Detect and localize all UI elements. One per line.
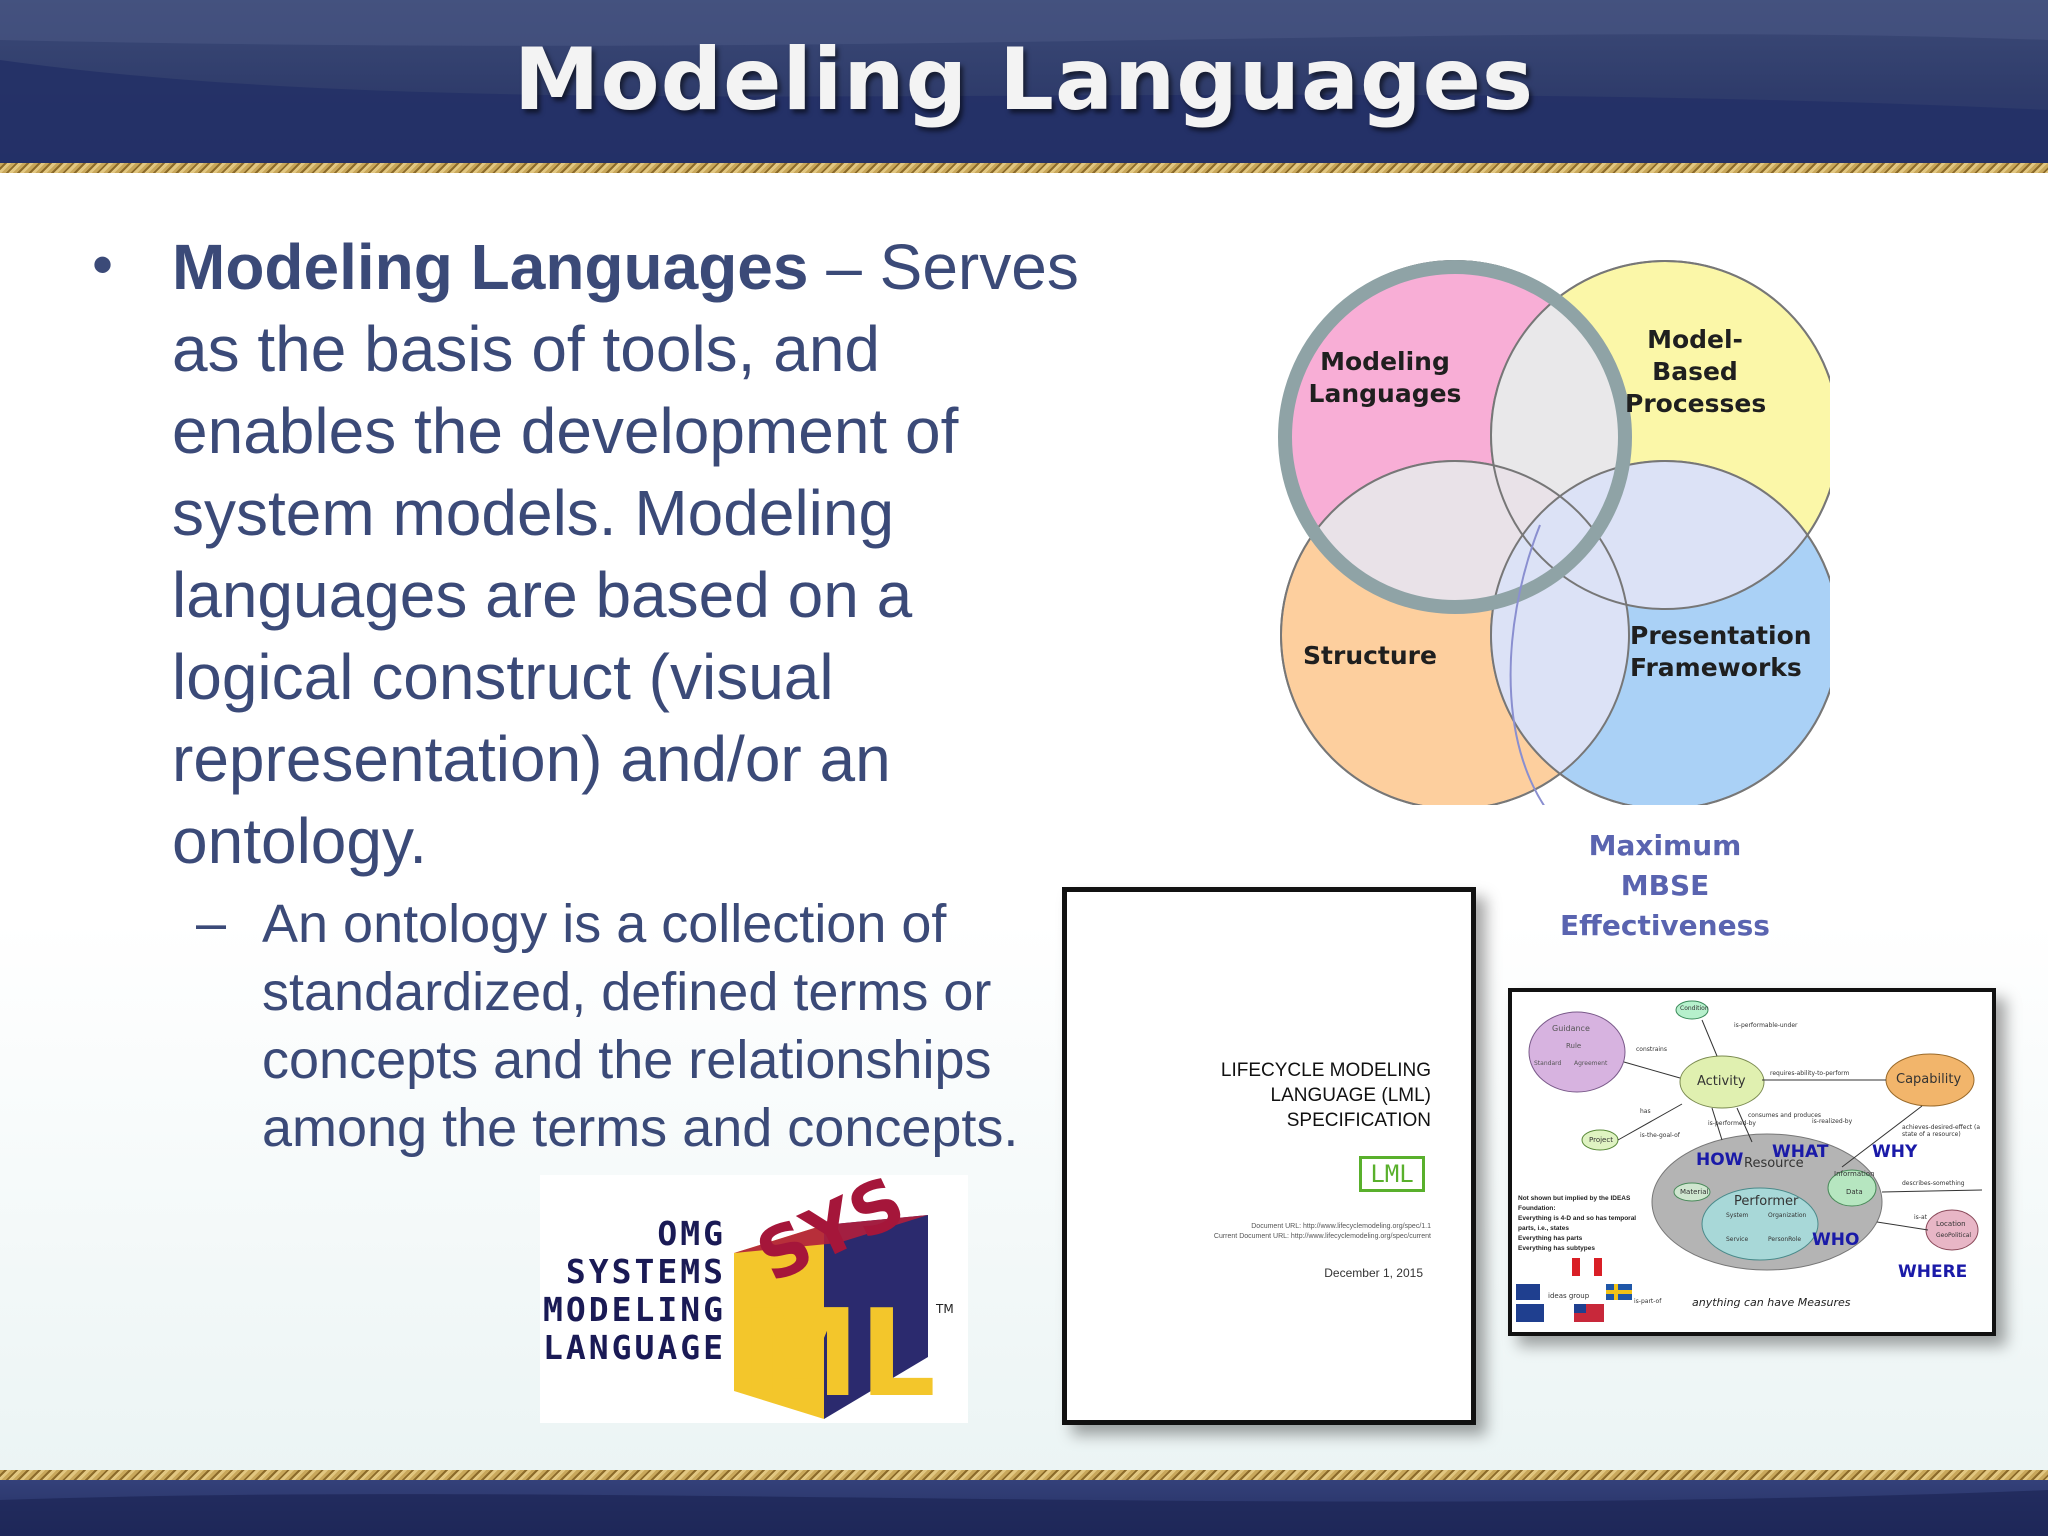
ideas-edge-part-of: is-part-of: [1634, 1298, 1662, 1305]
venn-label-structure: Structure: [1303, 641, 1437, 670]
ideas-ontology-diagram: Guidance Rule Standard Agreement Conditi…: [1508, 988, 1996, 1336]
ideas-node-guidance: Guidance: [1552, 1024, 1590, 1033]
ideas-edge-constrains: constrains: [1636, 1046, 1667, 1053]
ideas-edge-realized: is-realized-by: [1812, 1118, 1853, 1125]
ideas-node-geopolitical: GeoPolitical: [1936, 1232, 1972, 1239]
ideas-edge-goal: is-the-goal-of: [1640, 1132, 1680, 1139]
ideas-node-organization: Organization: [1768, 1212, 1807, 1219]
sub-bullet-marker: –: [196, 893, 227, 953]
venn-label-modeling-languages: Modeling Languages: [1308, 347, 1462, 408]
bullet-marker: •: [92, 231, 114, 298]
ideas-logo-text: ideas group: [1548, 1292, 1590, 1300]
lml-doc-date: December 1, 2015: [1324, 1266, 1423, 1280]
slide-footer: [0, 1480, 2048, 1536]
ideas-edge-requires: requires-ability-to-perform: [1770, 1070, 1850, 1077]
main-bullet-text: Serves as the basis of tools, and enable…: [172, 231, 1079, 877]
ideas-note-1: Everything is 4-D and so has temporal pa…: [1518, 1215, 1637, 1232]
ideas-node-data: Data: [1846, 1188, 1863, 1196]
venn-label-model-based-processes: Model-Based Processes: [1625, 325, 1767, 418]
sysml-word-modeling: MODELING: [543, 1290, 726, 1329]
ideas-node-standard: Standard: [1534, 1060, 1562, 1067]
ideas-edge-performed: is-performed-by: [1708, 1120, 1756, 1127]
sysml-cube-mark: SYS ML TM: [734, 1175, 954, 1423]
ideas-node-project: Project: [1589, 1136, 1613, 1144]
sysml-logo-words: OMG SYSTEMS MODELING LANGUAGE: [540, 1215, 726, 1367]
main-bullet-term: Modeling Languages: [172, 231, 809, 303]
venn-center-label: Maximum MBSE Effectiveness: [1560, 829, 1770, 942]
sysml-word-systems: SYSTEMS: [565, 1252, 726, 1291]
ideas-node-location: Location: [1936, 1220, 1966, 1228]
lml-doc-title: LIFECYCLE MODELING LANGUAGE (LML) SPECIF…: [1220, 1060, 1431, 1131]
ideas-edge-achieves: achieves-desired-effect (a state of a re…: [1902, 1124, 1981, 1138]
sysml-logo: OMG SYSTEMS MODELING LANGUAGE SYS ML TM: [540, 1175, 968, 1423]
ideas-node-capability: Capability: [1896, 1072, 1962, 1087]
slide-header: Modeling Languages: [0, 0, 2048, 165]
ideas-graphic: [1528, 1000, 1983, 1271]
sysml-word-language: LANGUAGE: [543, 1328, 726, 1367]
main-bullet: Modeling Languages – Serves as the basis…: [172, 226, 1092, 882]
lml-doc-urls: Document URL: http://www.lifecyclemodeli…: [1111, 1222, 1431, 1242]
ideas-edge-has: has: [1640, 1108, 1651, 1115]
footer-rule: [0, 1470, 2048, 1480]
lml-doc-url-1: Document URL: http://www.lifecyclemodeli…: [1251, 1223, 1431, 1230]
ideas-node-information: Information: [1834, 1170, 1875, 1178]
ideas-flags: [1516, 1258, 1632, 1322]
header-rule: [0, 163, 2048, 173]
ideas-q-how: HOW: [1696, 1150, 1744, 1170]
ideas-edge-performable: is-performable-under: [1734, 1022, 1798, 1029]
header-wave: [0, 0, 2048, 165]
ideas-node-resource: Resource: [1744, 1156, 1804, 1171]
ideas-node-personrole: PersonRole: [1768, 1236, 1802, 1243]
venn-label-presentation-frameworks: Presentation Frameworks: [1630, 621, 1812, 682]
ideas-note-title: Not shown but implied by the IDEAS Found…: [1518, 1195, 1631, 1212]
slide-title: Modeling Languages: [513, 30, 1535, 130]
lml-doc-url-2: Current Document URL: http://www.lifecyc…: [1213, 1233, 1431, 1240]
ideas-q-what: WHAT: [1772, 1142, 1829, 1162]
venn-diagram: [1250, 245, 1840, 846]
ideas-edge-describes: describes-something: [1902, 1180, 1965, 1187]
ideas-q-where: WHERE: [1898, 1262, 1968, 1282]
ideas-note-3: Everything has subtypes: [1518, 1245, 1595, 1252]
venn-highlight-ring: [1278, 260, 1632, 614]
ideas-notes: Not shown but implied by the IDEAS Found…: [1518, 1194, 1638, 1254]
ideas-node-performer: Performer: [1734, 1194, 1799, 1209]
sub-bullet-text: An ontology is a collection of standardi…: [262, 894, 1019, 1158]
lml-logo: LML: [1359, 1156, 1425, 1192]
lml-spec-document: LIFECYCLE MODELING LANGUAGE (LML) SPECIF…: [1062, 887, 1476, 1425]
ideas-node-system: System: [1726, 1212, 1749, 1219]
sysml-trademark: TM: [935, 1302, 954, 1316]
ideas-node-material: Material: [1680, 1188, 1709, 1196]
venn-graphic: [1278, 260, 1840, 846]
ideas-q-why: WHY: [1872, 1142, 1918, 1162]
ideas-edge-consumes: consumes and produces: [1748, 1112, 1822, 1119]
sysml-mark-ml: ML: [740, 1285, 936, 1423]
footer-wave: [0, 1490, 2048, 1536]
ideas-node-activity: Activity: [1697, 1074, 1746, 1089]
sysml-word-omg: OMG: [657, 1214, 726, 1253]
ideas-q-who: WHO: [1812, 1230, 1860, 1250]
ideas-node-condition: Condition: [1680, 1005, 1709, 1012]
ideas-node-agreement: Agreement: [1574, 1060, 1608, 1067]
ideas-edge-is-at: is-at: [1914, 1214, 1927, 1221]
ideas-node-service: Service: [1726, 1236, 1749, 1243]
ideas-footer-text: anything can have Measures: [1692, 1296, 1851, 1309]
main-bullet-separator: –: [808, 231, 862, 303]
ideas-note-2: Everything has parts: [1518, 1235, 1583, 1242]
ideas-node-rule: Rule: [1566, 1042, 1582, 1050]
